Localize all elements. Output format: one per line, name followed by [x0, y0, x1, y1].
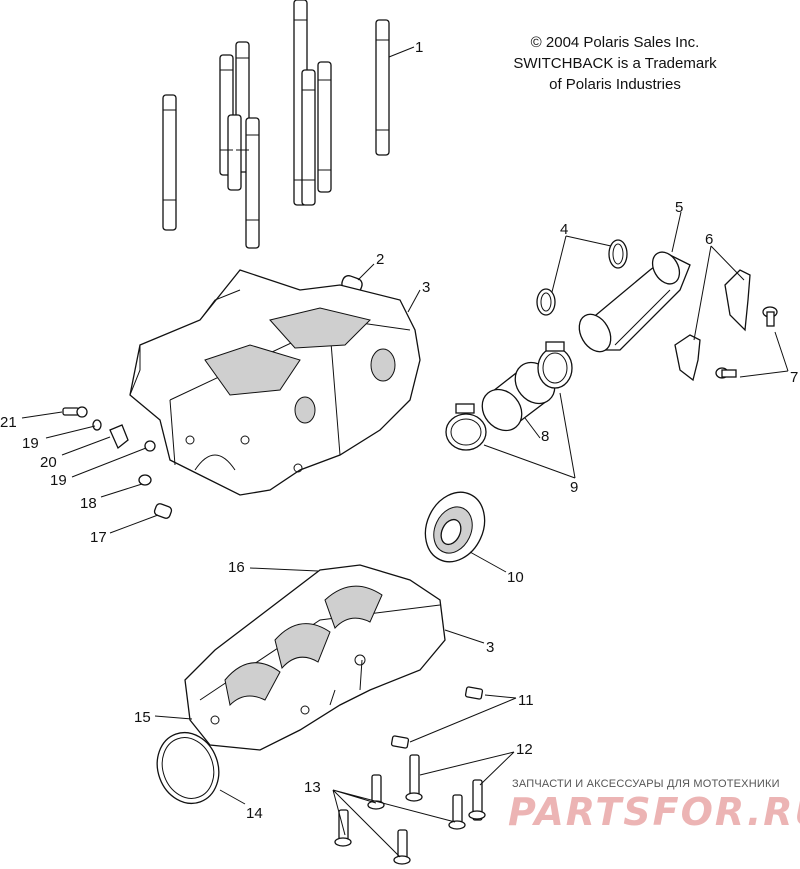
callout-4: 4: [560, 221, 568, 238]
small-hardware-parts-17-21: [62, 406, 173, 519]
callout-13: 13: [304, 779, 321, 796]
callout-11: 11: [518, 692, 534, 709]
intake-manifold-part-5: [578, 251, 691, 353]
callout-16: 16: [228, 559, 245, 576]
brackets-part-6: [674, 269, 751, 382]
upper-crankcase-part-3: [129, 269, 421, 496]
callout-1: 1: [415, 39, 423, 56]
callout-9: 9: [570, 479, 578, 496]
callout-8: 8: [541, 428, 549, 445]
copyright-line-3: of Polaris Industries: [549, 76, 681, 93]
callout-18: 18: [80, 495, 97, 512]
plugs-part-11: [390, 686, 484, 749]
gasket-ring-part-14: [156, 731, 220, 805]
watermark-logo: PARTSFOR.RU: [508, 790, 800, 834]
callout-15: 15: [134, 709, 151, 726]
o-rings-part-4: [536, 239, 628, 316]
callout-3-lower: 3: [486, 639, 494, 656]
callout-5: 5: [675, 199, 683, 216]
callout-19-lower: 19: [50, 472, 67, 489]
callout-7: 7: [790, 369, 798, 386]
coupler-part-8: [481, 361, 556, 432]
callout-20: 20: [40, 454, 57, 471]
clamps-part-9: [445, 341, 573, 451]
callout-14: 14: [246, 805, 263, 822]
studs-part-1: [162, 0, 390, 249]
copyright-line-1: © 2004 Polaris Sales Inc.: [530, 34, 700, 51]
callout-6: 6: [705, 231, 713, 248]
callout-17: 17: [90, 529, 107, 546]
lower-crankcase-part-3: [184, 564, 446, 751]
leader-lines: [21, 46, 789, 858]
watermark-tagline: ЗАПЧАСТИ И АКСЕССУАРЫ ДЛЯ МОТОТЕХНИКИ: [512, 778, 780, 790]
callout-21: 21: [0, 414, 17, 431]
callout-19-upper: 19: [22, 435, 39, 452]
callout-12: 12: [516, 741, 533, 758]
callout-3-upper: 3: [422, 279, 430, 296]
seal-part-10: [424, 491, 486, 563]
copyright-line-2: SWITCHBACK is a Trademark: [513, 55, 717, 72]
callout-labels: 1 2 3 3 4 5 6 7 8 9 10 11 12 13 14 15 16…: [0, 39, 798, 822]
screws-part-7: [715, 306, 778, 379]
callout-10: 10: [507, 569, 524, 586]
callout-2: 2: [376, 251, 384, 268]
bolts-part-12-13: [334, 754, 486, 865]
copyright-notice: © 2004 Polaris Sales Inc. SWITCHBACK is …: [470, 32, 760, 95]
